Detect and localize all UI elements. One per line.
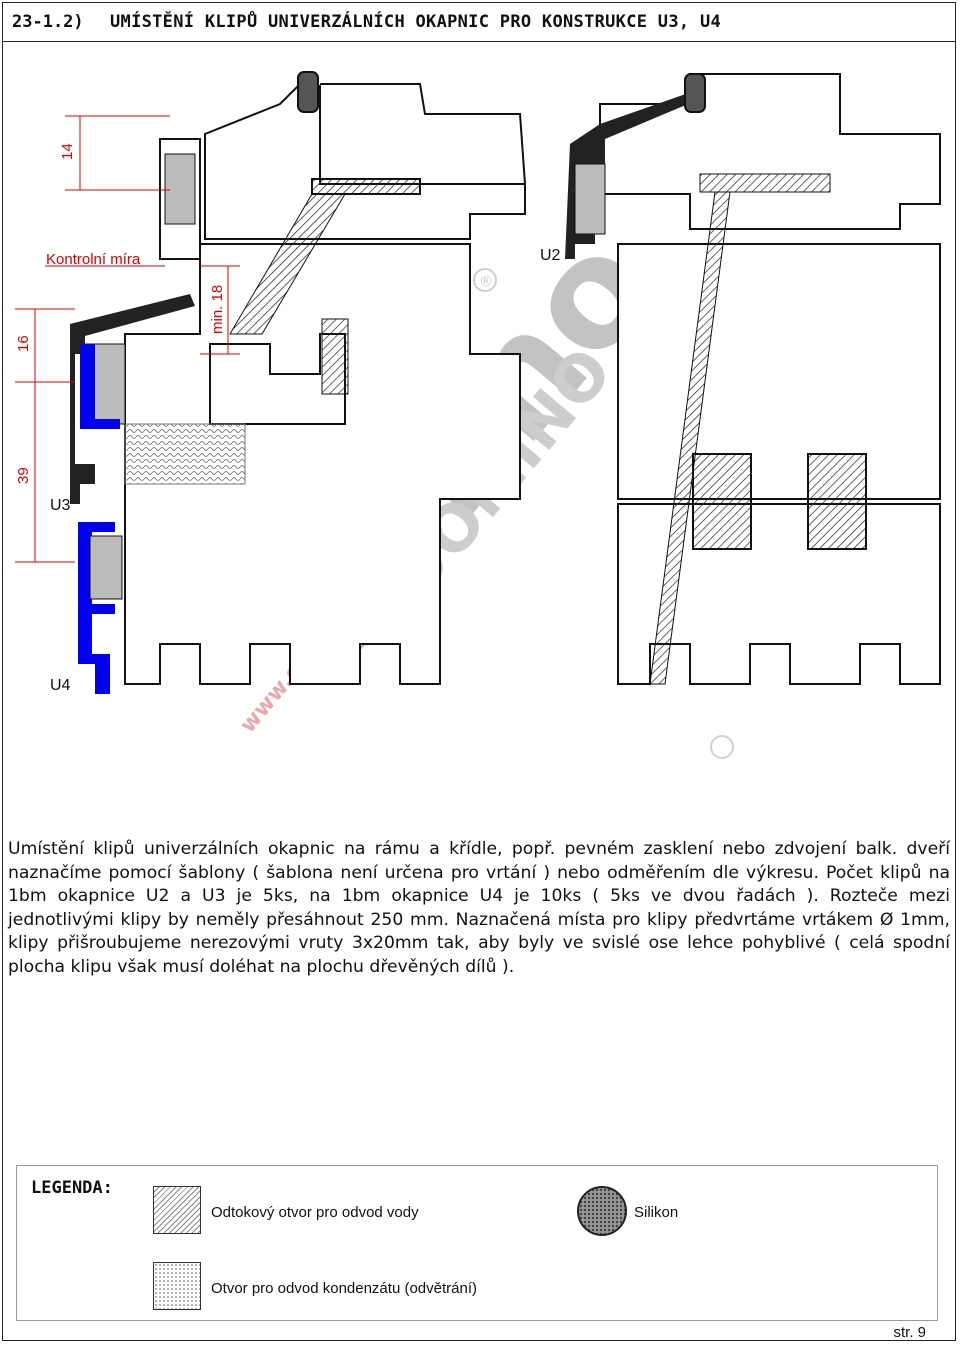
dotted-swatch-icon <box>153 1262 201 1310</box>
legend-title: LEGENDA: <box>31 1178 113 1198</box>
technical-drawing: eokno DOMINO www.eokno.cz ® <box>15 71 941 759</box>
silicone-seal <box>297 71 319 113</box>
page-number: str. 9 <box>893 1324 926 1341</box>
legend-item-drain: Odtokový otvor pro odvod vody <box>211 1204 419 1221</box>
legend-item-condensate: Otvor pro odvod kondenzátu (odvětrání) <box>211 1280 477 1297</box>
silicone-seal-right <box>684 73 706 113</box>
dimension-min18: min. 18 <box>209 285 226 334</box>
label-u2: U2 <box>540 247 561 264</box>
description-paragraph: Umístění klipů univerzálních okapnic na … <box>8 839 950 977</box>
dimension-lines <box>15 115 240 563</box>
watermark-registered: ® <box>479 274 493 290</box>
legend-item-silicone: Silikon <box>634 1204 679 1221</box>
dimension-39: 39 <box>15 467 32 484</box>
watermark-lower <box>710 735 734 759</box>
page-title: UMÍSTĚNÍ KLIPŮ UNIVERZÁLNÍCH OKAPNIC PRO… <box>110 12 722 32</box>
header-bar: 23-1.2) UMÍSTĚNÍ KLIPŮ UNIVERZÁLNÍCH OKA… <box>2 2 956 42</box>
profile-drawing-right <box>565 73 941 685</box>
label-u3: U3 <box>50 497 71 514</box>
legend: LEGENDA: Odtokový otvor pro odvod vody S… <box>16 1165 938 1321</box>
label-u4: U4 <box>50 677 71 694</box>
section-number: 23-1.2) <box>12 12 84 32</box>
profile-drawing-left <box>70 71 526 694</box>
control-dimension-label: Kontrolní míra <box>46 251 141 268</box>
dimension-14: 14 <box>59 143 76 160</box>
silicone-dot-icon <box>577 1186 627 1236</box>
dimension-16: 16 <box>15 335 32 352</box>
hatch-swatch-icon <box>153 1186 201 1234</box>
